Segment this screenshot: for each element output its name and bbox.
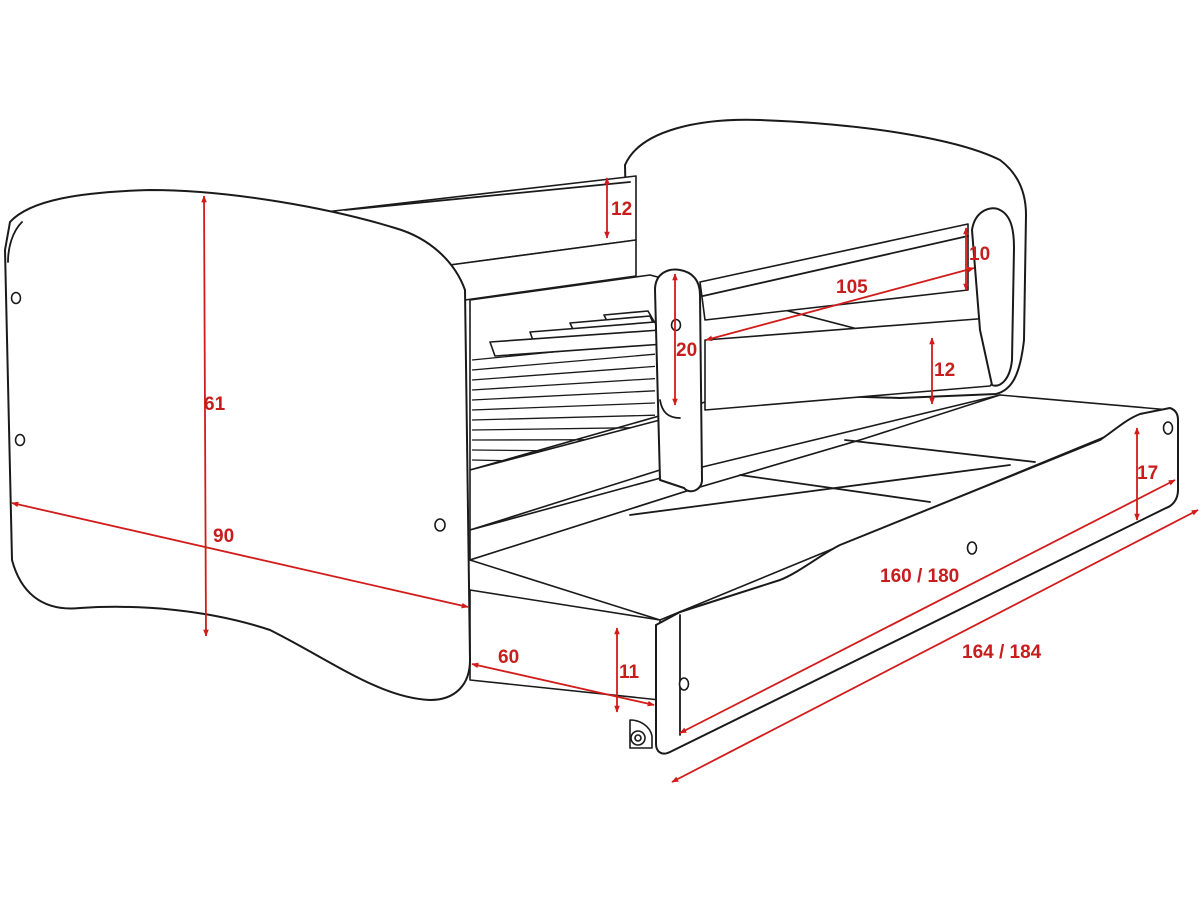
label-mattress-length: 160 / 180 (880, 566, 959, 587)
dim-line-rail-length (705, 266, 975, 342)
label-drawer-height: 17 (1137, 463, 1158, 484)
slat-line (471, 426, 656, 431)
label-drawer-clearance: 11 (619, 662, 640, 683)
slat-line (471, 402, 656, 411)
dim-line-bed-width (11, 501, 469, 609)
label-bed-width: 90 (213, 526, 234, 547)
dimension-labels: 12 10 105 20 12 61 90 60 11 17 160 / 180… (204, 199, 1158, 683)
label-headboard-height: 61 (204, 394, 226, 415)
rail-post (654, 268, 703, 493)
label-rail-post: 20 (676, 340, 697, 361)
dim-line-drawer-depth (471, 662, 655, 707)
dim-line-bed-length (671, 509, 1199, 783)
slat-line (471, 390, 656, 401)
label-bed-length: 164 / 184 (962, 642, 1042, 663)
label-rail-length: 105 (836, 277, 868, 298)
label-footboard-rail: 10 (969, 244, 990, 265)
dimension-lines (11, 177, 1199, 783)
slat-line (471, 353, 656, 371)
label-rail-lower: 12 (934, 360, 955, 381)
front-headboard (4, 189, 471, 701)
label-headboard-rail: 12 (611, 199, 632, 220)
slat-line (471, 365, 656, 381)
label-drawer-depth: 60 (498, 647, 519, 668)
slat-line (471, 414, 656, 421)
slat-line (471, 377, 656, 391)
drawer-wheel (629, 719, 653, 749)
